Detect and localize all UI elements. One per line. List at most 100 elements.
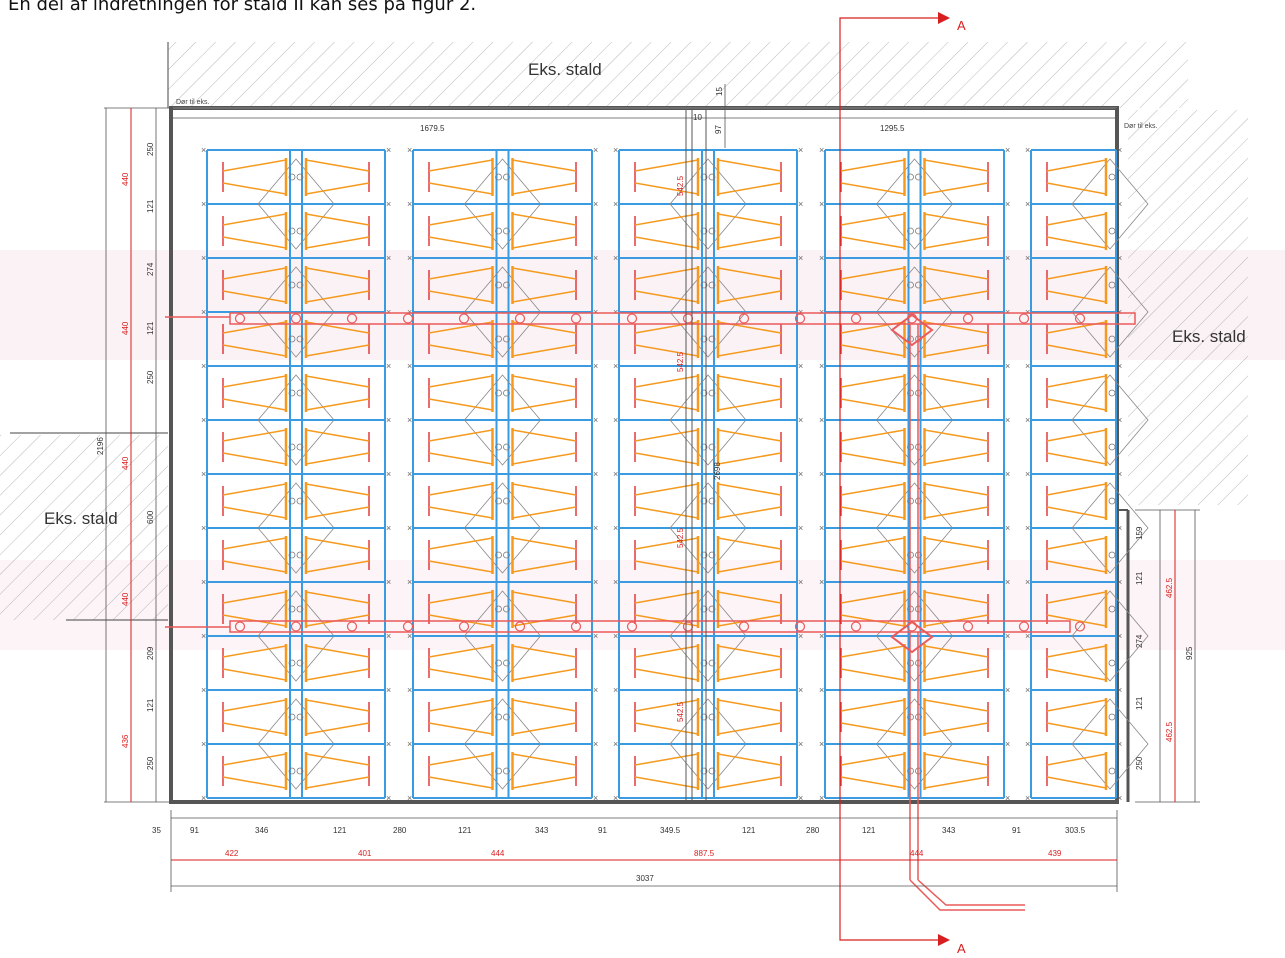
drinker	[296, 227, 304, 235]
stall-divider	[1046, 159, 1107, 172]
duct-opening	[738, 313, 750, 324]
rail-marker: ×	[407, 685, 412, 695]
stall-divider	[840, 290, 905, 303]
stall-divider	[512, 668, 577, 681]
stall-divider	[634, 668, 699, 681]
drinker	[503, 551, 510, 559]
drinker	[1108, 335, 1116, 343]
dim-bottom-black-value: 280	[393, 826, 407, 835]
stall-divider	[717, 290, 782, 303]
stall-divider	[512, 753, 577, 766]
rail-marker: ×	[613, 469, 618, 479]
dimension-labels: 1679.5 1295.5 10 15 97 2196 2698 925 303…	[96, 87, 1194, 883]
rail-marker: ×	[819, 469, 824, 479]
duct-opening	[290, 313, 302, 324]
rail-marker: ×	[798, 361, 803, 371]
stall-divider	[222, 591, 287, 604]
drinker	[296, 497, 304, 505]
stall-divider	[428, 159, 493, 172]
drinker	[1108, 659, 1116, 667]
rail-marker: ×	[407, 577, 412, 587]
stall-divider	[512, 699, 577, 712]
stall-divider	[634, 506, 699, 519]
rail-marker: ×	[386, 793, 391, 803]
stall-divider	[924, 429, 989, 442]
stall-divider	[840, 429, 905, 442]
rail-marker: ×	[798, 631, 803, 641]
rail-marker: ×	[1117, 577, 1122, 587]
stall-divider	[305, 213, 370, 226]
caption-text: En del af indretningen for stald II kan …	[8, 0, 477, 15]
stall-divider	[840, 159, 905, 172]
stall-divider	[305, 159, 370, 172]
rail-marker: ×	[1117, 523, 1122, 533]
stall-divider	[428, 429, 493, 442]
drinker	[1108, 227, 1116, 235]
drinker	[288, 443, 296, 451]
stall-divider	[428, 236, 493, 249]
stall-divider	[1046, 722, 1107, 735]
duct-opening	[346, 313, 358, 324]
rail-marker: ×	[1117, 739, 1122, 749]
stall-divider	[840, 699, 905, 712]
stall-divider	[924, 722, 989, 735]
rail-marker: ×	[386, 199, 391, 209]
stall-divider	[512, 506, 577, 519]
pen-block: ××××××××××××××××××××××××××	[819, 145, 1010, 803]
drinker	[915, 227, 922, 235]
feeder-outline	[875, 266, 954, 358]
drinker	[700, 227, 708, 235]
dim-bottom-black-value: 91	[1012, 826, 1021, 835]
stall-divider	[840, 375, 905, 388]
rail-marker: ×	[593, 469, 598, 479]
drinker	[495, 281, 502, 289]
stall-divider	[634, 344, 699, 357]
dim-left-red-value: 440	[121, 172, 130, 186]
rail-marker: ×	[1005, 631, 1010, 641]
stall-divider	[634, 483, 699, 496]
rail-marker: ×	[407, 469, 412, 479]
drinker	[288, 767, 296, 775]
stall-divider	[305, 591, 370, 604]
rail-marker: ×	[593, 307, 598, 317]
drinker	[1108, 389, 1116, 397]
stall-divider	[717, 236, 782, 249]
stall-divider	[717, 375, 782, 388]
stall-divider	[717, 537, 782, 550]
stall-divider	[840, 645, 905, 658]
rail-marker: ×	[1005, 253, 1010, 263]
stall-divider	[1046, 452, 1107, 465]
rail-marker: ×	[386, 253, 391, 263]
drinker	[288, 281, 296, 289]
stall-divider	[717, 591, 782, 604]
stall-divider	[512, 591, 577, 604]
pen-block: ××××××××××××××××××××××××××	[613, 145, 803, 803]
dim-left-red-value: 436	[121, 734, 130, 748]
dim-bottom-black-value: 91	[190, 826, 199, 835]
duct-openings	[234, 313, 1086, 632]
drinker	[495, 335, 502, 343]
rail-marker: ×	[1005, 523, 1010, 533]
stall-divider	[305, 776, 370, 789]
stall-divider	[222, 506, 287, 519]
dim-bottom-red-value: 439	[1048, 849, 1062, 858]
drinker	[708, 227, 716, 235]
stall-divider	[840, 722, 905, 735]
drinker	[495, 605, 502, 613]
stall-divider	[222, 537, 287, 550]
drinker	[296, 659, 304, 667]
stall-divider	[634, 645, 699, 658]
stall-divider	[428, 344, 493, 357]
stall-divider	[924, 290, 989, 303]
stall-divider	[717, 159, 782, 172]
feeder-outline	[669, 158, 747, 250]
rail-marker: ×	[798, 739, 803, 749]
drinker	[1108, 281, 1116, 289]
dim-mid-black: 2698	[713, 462, 722, 480]
stall-divider	[428, 483, 493, 496]
stall-divider	[512, 267, 577, 280]
stall-divider	[428, 668, 493, 681]
stall-divider	[512, 429, 577, 442]
stall-divider	[717, 722, 782, 735]
